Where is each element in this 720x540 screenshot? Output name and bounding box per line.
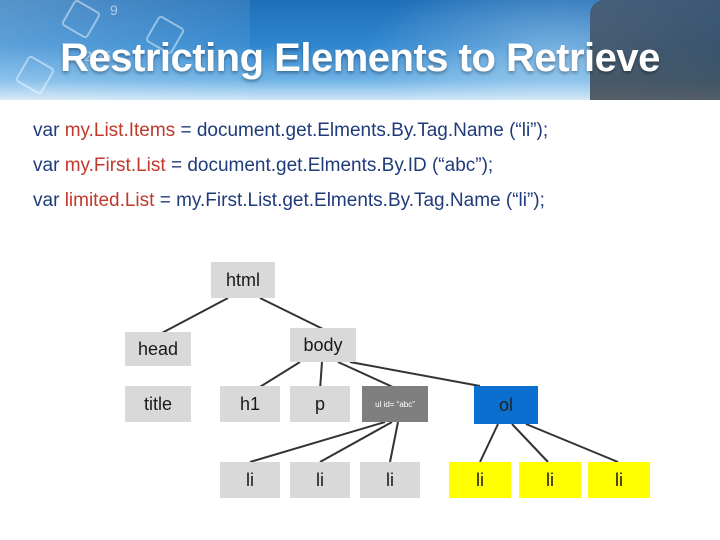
header-number: 2.35: [84, 48, 112, 64]
node-head: head: [125, 332, 191, 366]
edge-html-head: [159, 297, 229, 335]
node-li: li: [290, 462, 350, 498]
node-li: li: [220, 462, 280, 498]
node-li: li: [360, 462, 420, 498]
code-expression: = my.First.List.get.Elments.By.Tag.Name …: [154, 190, 545, 211]
edge-ol-li: [479, 423, 499, 463]
node-ol: ol: [474, 386, 538, 424]
node-title: title: [125, 386, 191, 422]
device-decoration: [590, 0, 720, 100]
code-variable: my.List.Items: [64, 120, 176, 141]
node-li-highlighted: li: [519, 462, 581, 498]
node-html: html: [211, 262, 275, 298]
edge-body-h1: [254, 361, 301, 391]
code-variable: limited.List: [64, 190, 155, 211]
node-body: body: [290, 328, 356, 362]
edge-ul-li: [389, 421, 399, 463]
code-line: var my.List.Items = document.get.Elments…: [33, 120, 548, 142]
edge-ul-li: [249, 421, 386, 463]
edge-ol-li: [511, 423, 549, 463]
node-li-highlighted: li: [449, 462, 511, 498]
code-expression: = document.get.Elments.By.Tag.Name (“li”…: [175, 120, 549, 141]
node-p: p: [290, 386, 350, 422]
code-keyword: var: [33, 120, 65, 141]
code-line: var my.First.List = document.get.Elments…: [33, 155, 493, 177]
edge-ol-li: [525, 423, 619, 463]
edge-ul-li: [319, 421, 393, 463]
node-li-highlighted: li: [588, 462, 650, 498]
edge-html-body: [259, 297, 326, 331]
code-variable: my.First.List: [64, 155, 166, 176]
slide-title: Restricting Elements to Retrieve: [60, 36, 660, 80]
header-panel: [0, 0, 250, 100]
node-ul: ul id= “abc”: [362, 386, 428, 422]
code-keyword: var: [33, 155, 65, 176]
edge-body-p: [319, 361, 323, 391]
edge-body-ol: [349, 361, 481, 387]
code-keyword: var: [33, 190, 65, 211]
header-number: 9: [110, 2, 118, 18]
edge-body-ul: [337, 361, 396, 389]
slide-header: 2.35 9 Restricting Elements to Retrieve: [0, 0, 720, 100]
code-line: var limited.List = my.First.List.get.Elm…: [33, 190, 545, 212]
node-h1: h1: [220, 386, 280, 422]
code-expression: = document.get.Elments.By.ID (“abc”);: [165, 155, 494, 176]
